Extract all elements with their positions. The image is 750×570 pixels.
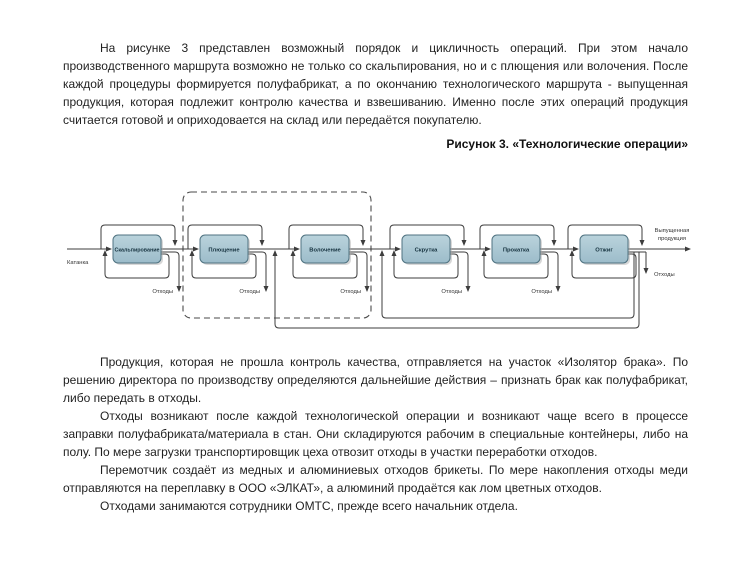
paragraph-2: Продукция, которая не прошла контроль ка… xyxy=(63,355,688,405)
paragraph-4: Перемотчик создаёт из медных и алюминиев… xyxy=(63,463,688,495)
bypass-loop-3 xyxy=(389,224,467,249)
process-box-5 xyxy=(579,234,629,264)
waste-branch-1 xyxy=(248,251,269,292)
return-loop-3 xyxy=(391,250,459,279)
return-loop-2 xyxy=(290,250,358,279)
paragraph-3: Отходы возникают после каждой технологич… xyxy=(63,409,688,459)
output-label-line1: Выпущенная xyxy=(655,228,690,234)
feedback-line-1 xyxy=(379,250,635,319)
waste-label-3: Отходы xyxy=(441,289,462,295)
feedback-line-2 xyxy=(272,250,640,329)
waste-branch-2 xyxy=(349,251,370,292)
bypass-loop-5 xyxy=(567,224,645,249)
process-box-4 xyxy=(491,234,541,264)
waste-label-5: Отходы xyxy=(654,272,675,278)
waste-label-0: Отходы xyxy=(152,289,173,295)
figure-caption: Рисунок 3. «Технологические операции» xyxy=(446,137,688,151)
waste-branch-4 xyxy=(540,251,561,292)
bypass-loop-4 xyxy=(479,224,557,249)
process-box-label-3: Скрутка xyxy=(415,248,439,254)
return-loop-4 xyxy=(481,250,549,279)
waste-label-4: Отходы xyxy=(531,289,552,295)
process-box-label-1: Плющение xyxy=(208,248,240,254)
process-box-label-2: Волочение xyxy=(309,248,341,254)
input-label-katanka: Катанка xyxy=(67,260,89,266)
waste-label-1: Отходы xyxy=(239,289,260,295)
waste-label-2: Отходы xyxy=(340,289,361,295)
return-loop-0 xyxy=(102,250,170,279)
output-label-line2: продукция xyxy=(658,236,686,242)
body-text-main: Продукция, которая не прошла контроль ка… xyxy=(63,353,688,515)
bypass-loop-1 xyxy=(187,224,265,249)
process-box-1 xyxy=(199,234,249,264)
bypass-loop-2 xyxy=(288,224,366,249)
paragraph-5: Отходами занимаются сотрудники ОМТС, пре… xyxy=(100,499,518,513)
return-loop-1 xyxy=(189,250,257,279)
return-loop-5 xyxy=(569,250,637,279)
paragraph-1: На рисунке 3 представлен возможный поряд… xyxy=(63,41,688,127)
process-box-label-0: Скальпирование xyxy=(115,248,161,254)
process-box-3 xyxy=(401,234,451,264)
dashed-group-outline xyxy=(182,191,372,319)
waste-branch-0 xyxy=(161,251,182,292)
process-box-label-4: Прокатка xyxy=(503,248,530,254)
process-box-label-5: Отжиг xyxy=(595,248,613,254)
waste-branch-3 xyxy=(450,251,471,292)
process-box-2 xyxy=(300,234,350,264)
process-box-0 xyxy=(112,234,162,264)
body-text-intro: На рисунке 3 представлен возможный поряд… xyxy=(63,39,688,129)
bypass-loop-0 xyxy=(100,224,178,249)
